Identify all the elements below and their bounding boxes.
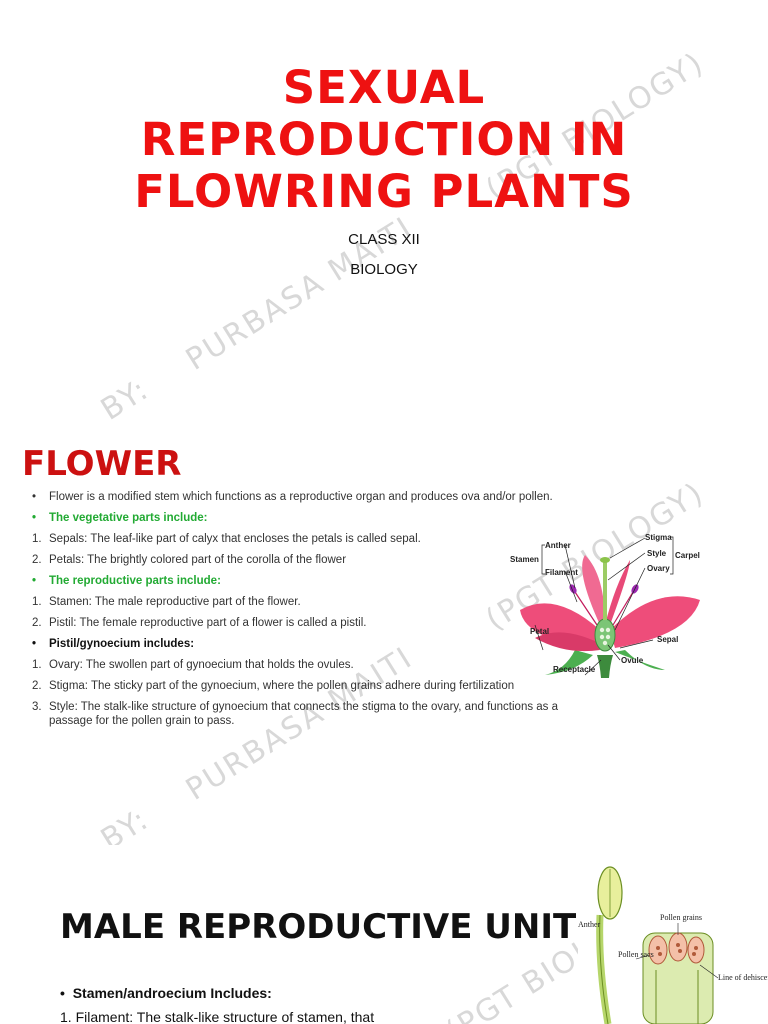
list-item: •Flower is a modified stem which functio… [32,491,553,503]
watermark-by: BY: [95,371,156,420]
label-ovule: Ovule [621,656,644,665]
stamen-diagram: Anther Pollen grains Pollen sacs Line of… [578,855,768,1024]
list-item: 3.Style: The stalk-like structure of gyn… [32,701,559,727]
label-petal: Petal [530,627,549,636]
label-anther: Anther [545,541,571,550]
subject-label: BIOLOGY [350,261,418,278]
label-anther: Anther [578,920,601,929]
male-unit-heading: MALE REPRODUCTIVE UNIT [60,907,577,947]
list-item: 2.Petals: The brightly colored part of t… [32,554,347,566]
list-item: 1.Stamen: The male reproductive part of … [32,596,301,608]
list-item: 1.Ovary: The swollen part of gynoecium t… [32,659,354,671]
label-pollen-sacs: Pollen sacs [618,950,654,959]
title-line: REPRODUCTION IN [140,113,628,166]
list-item: •The vegetative parts include: [32,512,208,524]
label-stigma: Stigma [645,533,672,542]
flower-slide: BY: PURBASA MAITI (PGT BIOLOGY) FLOWER •… [0,430,768,845]
title-line: FLOWRING PLANTS [134,165,634,218]
label-ovary: Ovary [647,564,670,573]
label-style: Style [647,549,667,558]
list-item: • Stamen/androecium Includes: [60,985,272,1001]
watermark-by: BY: [95,801,156,845]
class-label: CLASS XII [348,231,420,248]
label-carpel: Carpel [675,551,700,560]
label-receptacle: Receptacle [553,665,596,674]
title-slide: BY: PURBASA MAITI (PGT BIOLOGY) SEXUAL R… [0,0,768,420]
flower-heading: FLOWER [22,444,182,484]
list-item: 1.Sepals: The leaf-like part of calyx th… [32,533,421,545]
list-item: 2.Stigma: The sticky part of the gynoeci… [32,680,515,692]
list-item: 2.Pistil: The female reproductive part o… [32,617,367,629]
flower-list: •Flower is a modified stem which functio… [32,490,572,735]
label-pollen-grains: Pollen grains [660,913,702,922]
label-sepal: Sepal [657,635,678,644]
label-stamen: Stamen [510,555,539,564]
list-item: •The reproductive parts include: [32,575,221,587]
flower-diagram: Stigma Anther Style Carpel Stamen Ovary … [510,533,700,678]
label-line-of-dehiscence: Line of dehiscence [718,973,768,982]
list-item: 1. Filament: The stalk-like structure of… [60,1009,375,1024]
male-unit-slide: (PGT BIOLOGY) MALE REPRODUCTIVE UNIT Ant… [0,855,768,1024]
list-item: •Pistil/gynoecium includes: [32,638,195,650]
presentation-title: SEXUAL REPRODUCTION IN FLOWRING PLANTS [0,62,768,218]
label-filament: Filament [545,568,578,577]
title-line: SEXUAL [282,61,486,114]
